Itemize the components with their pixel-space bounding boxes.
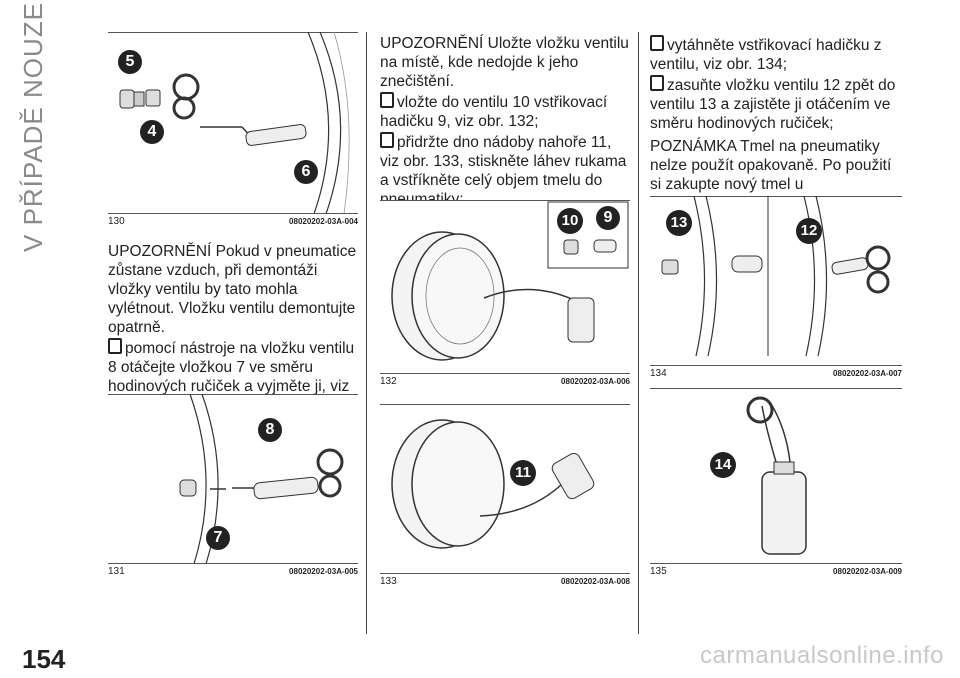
step-bullet-icon [380, 132, 394, 148]
figure-135: 14 135 08020202-03A-009 [650, 388, 902, 580]
step-text: vložte do ventilu 10 vstřikovací hadičku… [380, 94, 608, 130]
section-title-vertical: V PŘÍPADĚ NOUZE [18, 1, 48, 252]
column-1-text: UPOZORNĚNÍ Pokud v pneumatice zůstane vz… [108, 242, 360, 415]
page-number: 154 [22, 644, 66, 674]
step-bullet-icon [650, 35, 664, 51]
callout-5: 5 [118, 50, 142, 74]
callout-14: 14 [710, 452, 736, 478]
valve-reinsert-illustration [661, 196, 891, 357]
callout-6: 6 [294, 160, 318, 184]
tyre-injection-illustration [391, 201, 629, 361]
step-text: přidržte dno nádoby nahoře 11, viz obr. … [380, 134, 627, 208]
figure-130: 5 4 6 130 08020202-03A-004 [108, 32, 358, 230]
figure-code: 08020202-03A-007 [833, 369, 902, 378]
figure-number: 134 [650, 368, 667, 379]
figure-code: 08020202-03A-005 [289, 567, 358, 576]
figure-134: 13 12 134 08020202-03A-007 [650, 196, 902, 382]
figure-code: 08020202-03A-006 [561, 377, 630, 386]
figure-131: 8 7 131 08020202-03A-005 [108, 394, 358, 580]
figure-132: 10 9 132 08020202-03A-006 [380, 200, 630, 390]
figure-number: 133 [380, 576, 397, 587]
callout-10: 10 [557, 208, 583, 234]
callout-8: 8 [258, 418, 282, 442]
valve-core-illustration [119, 32, 350, 214]
column-2-text: UPOZORNĚNÍ Uložte vložku ventilu na míst… [380, 34, 632, 209]
watermark: carmanualsonline.info [700, 642, 944, 669]
callout-9: 9 [596, 206, 620, 230]
valve-tool-illustration [179, 394, 344, 564]
callout-13: 13 [666, 210, 692, 236]
callout-7: 7 [206, 526, 230, 550]
step-bullet-icon [650, 75, 664, 91]
step-bullet-icon [108, 338, 122, 354]
figure-code: 08020202-03A-009 [833, 567, 902, 576]
tyre-bottle-illustration [391, 419, 595, 549]
figure-code: 08020202-03A-004 [289, 217, 358, 226]
callout-11: 11 [510, 460, 536, 486]
figure-number: 130 [108, 216, 125, 227]
callout-4: 4 [140, 120, 164, 144]
figure-number: 135 [650, 566, 667, 577]
figure-number: 131 [108, 566, 125, 577]
callout-12: 12 [796, 218, 822, 244]
figure-133: 11 133 08020202-03A-008 [380, 404, 630, 590]
figure-code: 08020202-03A-008 [561, 577, 630, 586]
figure-number: 132 [380, 376, 397, 387]
column-divider [638, 32, 639, 634]
step-text: vytáhněte vstřikovací hadičku z ventilu,… [650, 37, 882, 73]
step-bullet-icon [380, 92, 394, 108]
warning-paragraph: UPOZORNĚNÍ Uložte vložku ventilu na míst… [380, 35, 629, 90]
column-divider [366, 32, 367, 634]
column-3-text: vytáhněte vstřikovací hadičku z ventilu,… [650, 34, 906, 213]
warning-paragraph: UPOZORNĚNÍ Pokud v pneumatice zůstane vz… [108, 243, 357, 336]
sealant-bottle-illustration [746, 396, 807, 555]
step-text: zasuňte vložku ventilu 12 zpět do ventil… [650, 77, 896, 132]
